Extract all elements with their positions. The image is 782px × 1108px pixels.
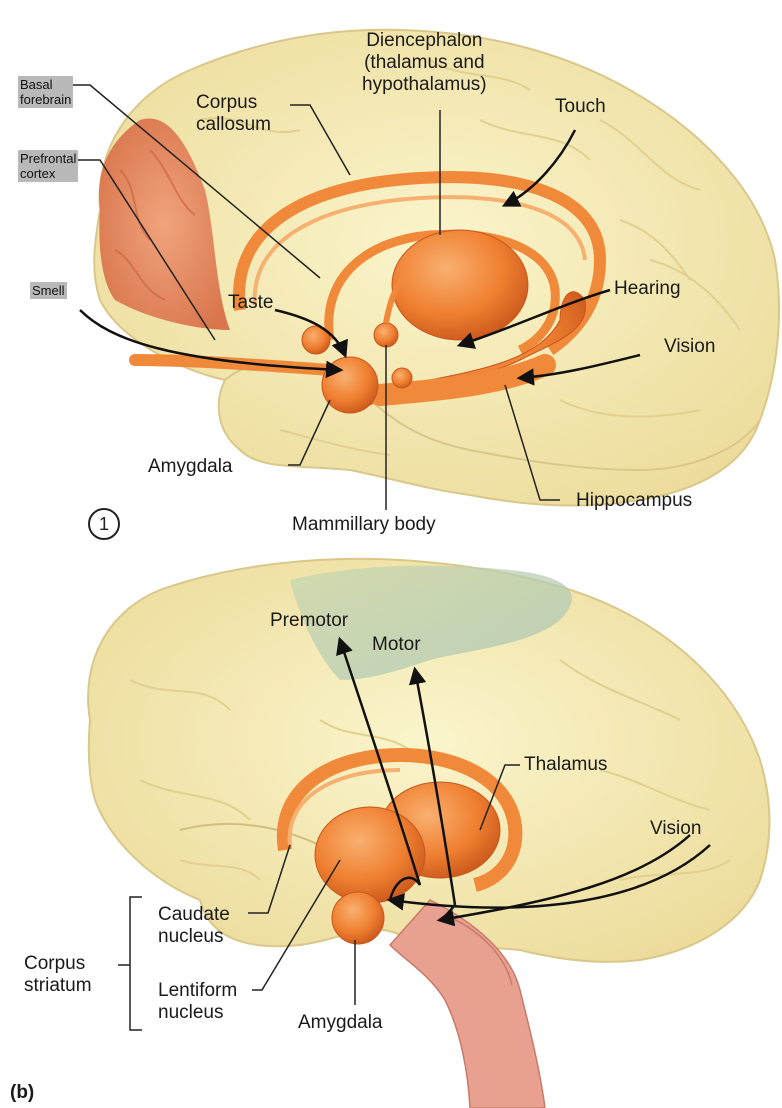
label-amygdala-a: Amygdala: [148, 456, 233, 478]
label-touch: Touch: [555, 96, 606, 118]
label-corpus-callosum: Corpus callosum: [196, 92, 271, 136]
label-premotor: Premotor: [270, 610, 348, 632]
label-diencephalon: Diencephalon (thalamus and hypothalamus): [362, 30, 487, 96]
label-basal-forebrain: Basal forebrain: [18, 76, 73, 108]
label-prefrontal-cortex: Prefrontal cortex: [18, 150, 78, 182]
label-motor: Motor: [372, 634, 421, 656]
panel-b-letter: (b): [10, 1082, 34, 1104]
label-thalamus: Thalamus: [524, 754, 607, 776]
label-vision-a: Vision: [664, 336, 715, 358]
label-caudate-nucleus: Caudate nucleus: [158, 904, 230, 948]
label-taste: Taste: [228, 292, 273, 314]
label-amygdala-b: Amygdala: [298, 1012, 383, 1034]
label-corpus-striatum: Corpus striatum: [24, 953, 92, 997]
label-hippocampus: Hippocampus: [576, 490, 692, 512]
label-smell: Smell: [30, 282, 67, 299]
label-mammillary-body: Mammillary body: [292, 514, 436, 536]
label-vision-b: Vision: [650, 818, 701, 840]
label-hearing: Hearing: [614, 278, 681, 300]
panel-a-number: 1: [88, 508, 120, 540]
label-lentiform-nucleus: Lentiform nucleus: [158, 980, 237, 1024]
